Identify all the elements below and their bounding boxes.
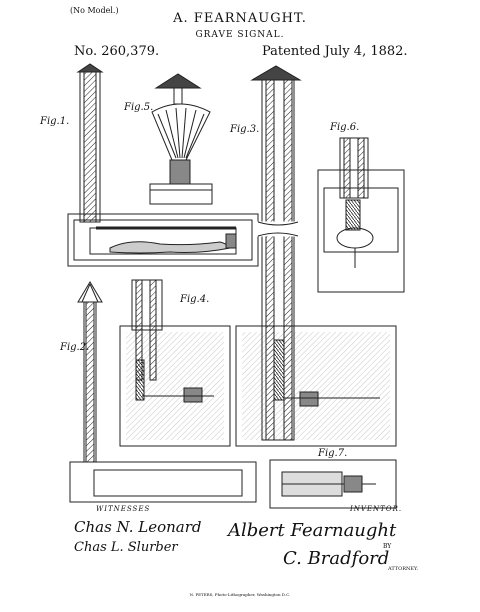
witness-signature-1: Chas N. Leonard <box>74 518 202 536</box>
patented-date: Patented July 4, 1882. <box>262 44 408 59</box>
fig6-drawing <box>317 137 405 293</box>
fig6-label: Fig.6. <box>329 122 359 133</box>
attorney-signature: C. Bradford <box>283 548 390 569</box>
fig7-label: Fig.7. <box>317 448 347 459</box>
fig1-drawing <box>67 63 259 267</box>
inventor-name-heading: A. FEARNAUGHT. <box>173 11 307 26</box>
fig5-drawing <box>149 73 213 205</box>
fig2-label: Fig.2. <box>59 342 89 353</box>
fig4-drawing <box>119 279 231 447</box>
witnesses-label: WITNESSES <box>96 505 151 513</box>
by-label: BY <box>383 543 392 550</box>
fig7-drawing <box>269 459 397 509</box>
attorney-label: ATTORNEY. <box>388 566 419 572</box>
lithographer-footer: N. PETERS, Photo-Lithographer, Washingto… <box>189 592 291 597</box>
fig3-label: Fig.3. <box>229 124 259 135</box>
witness-signature-2: Chas L. Slurber <box>74 540 178 555</box>
no-model-note: (No Model.) <box>70 6 119 15</box>
inventor-signature: Albert Fearnaught <box>228 520 397 541</box>
document-title: GRAVE SIGNAL. <box>195 30 285 40</box>
fig1-label: Fig.1. <box>39 116 69 127</box>
fig2-drawing <box>69 281 257 503</box>
fig3-lower-box <box>235 325 397 447</box>
patent-number: No. 260,379. <box>74 44 160 59</box>
fig4-label: Fig.4. <box>179 294 209 305</box>
inventor-label: INVENTOR. <box>350 505 403 513</box>
fig5-label: Fig.5. <box>123 102 153 113</box>
